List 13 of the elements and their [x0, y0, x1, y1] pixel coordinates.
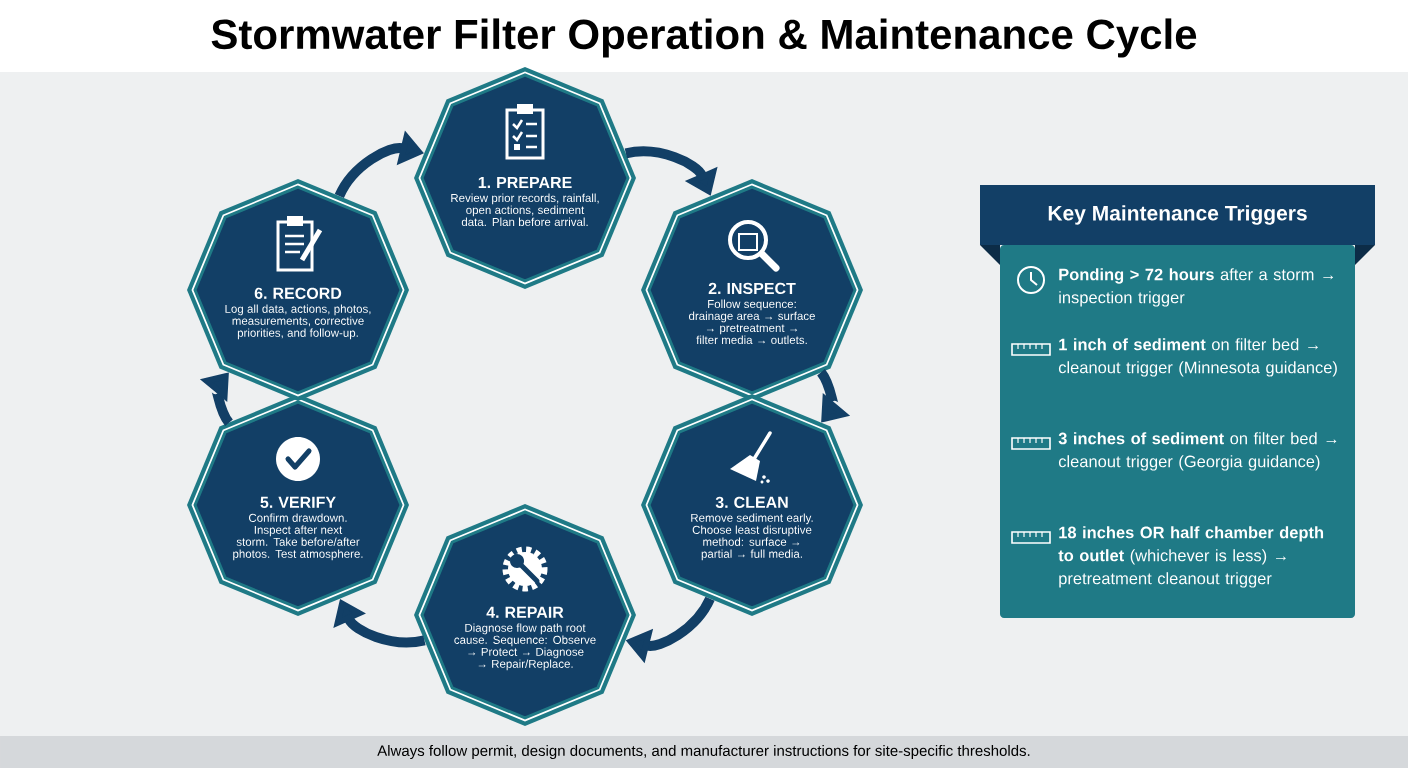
step-octagon: 3. CLEAN Remove sediment early. Choose least disruptive method: surface → partial → full media.: [641, 394, 863, 616]
trigger-text: Ponding > 72 hours after a storm → inspection trigger: [1059, 268, 1334, 307]
trigger-text: 3 inches of sediment on filter bed → cleanout trigger (Georgia guidance): [1058, 432, 1337, 471]
title: Stormwater Filter Operation & Maintenance Cycle: [211, 18, 1197, 58]
node-label: Key Maintenance Triggers: [1048, 205, 1307, 225]
step-octagon: 4. REPAIR Diagnose flow path root cause. Sequence: Observe → Protect → Diagnose → Repair/Replace.: [414, 504, 636, 726]
footer-band: Always follow permit, design documents, and manufacturer instructions for site-specific thresholds.: [0, 736, 1408, 768]
step-octagon: 5. VERIFY Confirm drawdown. Inspect after next storm. Take before/after photos. Test atmosphere.: [187, 394, 409, 616]
step-octagon: 6. RECORD Log all data, actions, photos, measurements, corrective priorities, and follow-up.: [187, 179, 409, 401]
step-octagon: 1. PREPARE Review prior records, rainfall, open actions, sediment data. Plan before arrival.: [414, 67, 636, 289]
trigger-text: 1 inch of sediment on filter bed → cleanout trigger (Minnesota guidance): [1058, 338, 1337, 377]
step-octagon: 2. INSPECT Follow sequence: drainage area → surface → pretreatment → filter media → outlets.: [641, 179, 863, 401]
trigger-text: 18 inches OR half chamber depth to outlet (whichever is less) → pretreatment cleanout trigger: [1058, 526, 1324, 588]
